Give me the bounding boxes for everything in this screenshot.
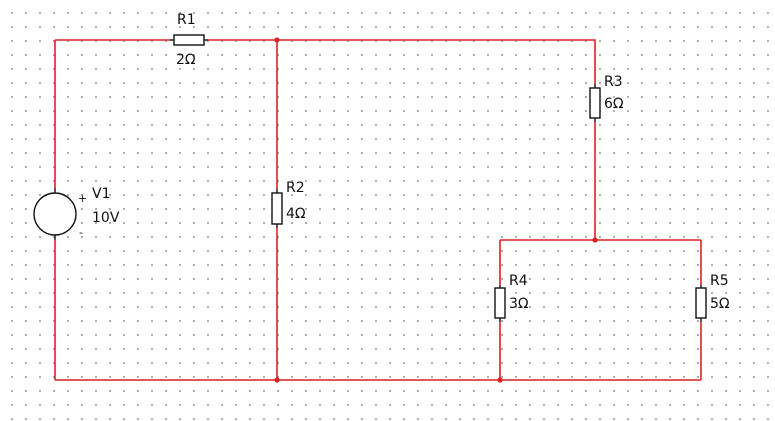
resistor-r1[interactable]: R1 2Ω bbox=[170, 12, 208, 68]
resistor-r4[interactable]: R4 3Ω bbox=[494, 273, 529, 322]
wires bbox=[54, 39, 702, 381]
resistor-r2[interactable]: R2 4Ω bbox=[271, 180, 306, 228]
resistor-body bbox=[173, 34, 205, 46]
resistor-body bbox=[695, 287, 707, 319]
r2-ref-label: R2 bbox=[286, 180, 305, 196]
r2-value-label: 4Ω bbox=[286, 206, 306, 222]
resistor-body bbox=[589, 87, 601, 119]
resistor-r5[interactable]: R5 5Ω bbox=[695, 273, 730, 322]
r5-value-label: 5Ω bbox=[710, 296, 730, 312]
r5-ref-label: R5 bbox=[710, 273, 729, 289]
junction-dot bbox=[592, 237, 598, 243]
voltage-source-v1[interactable]: + - V1 10V bbox=[33, 186, 120, 240]
r1-ref-label: R1 bbox=[177, 12, 196, 28]
v1-value-label: 10V bbox=[92, 210, 120, 226]
resistor-body bbox=[271, 192, 283, 225]
voltage-source-icon bbox=[33, 192, 77, 236]
r3-ref-label: R3 bbox=[604, 74, 623, 90]
junction-dot bbox=[497, 377, 503, 383]
junction-dot bbox=[274, 37, 280, 43]
junction-dot bbox=[274, 377, 280, 383]
resistor-body bbox=[494, 287, 506, 319]
junctions bbox=[274, 37, 598, 383]
r3-value-label: 6Ω bbox=[604, 96, 624, 112]
v1-ref-label: V1 bbox=[92, 186, 110, 202]
resistor-r3[interactable]: R3 6Ω bbox=[589, 74, 624, 122]
r4-ref-label: R4 bbox=[509, 273, 528, 289]
v1-minus-sign: - bbox=[79, 226, 83, 239]
wire-top-r1-r3[interactable] bbox=[208, 39, 596, 84]
r1-value-label: 2Ω bbox=[176, 52, 196, 68]
r4-value-label: 3Ω bbox=[509, 296, 529, 312]
v1-plus-sign: + bbox=[78, 192, 87, 205]
